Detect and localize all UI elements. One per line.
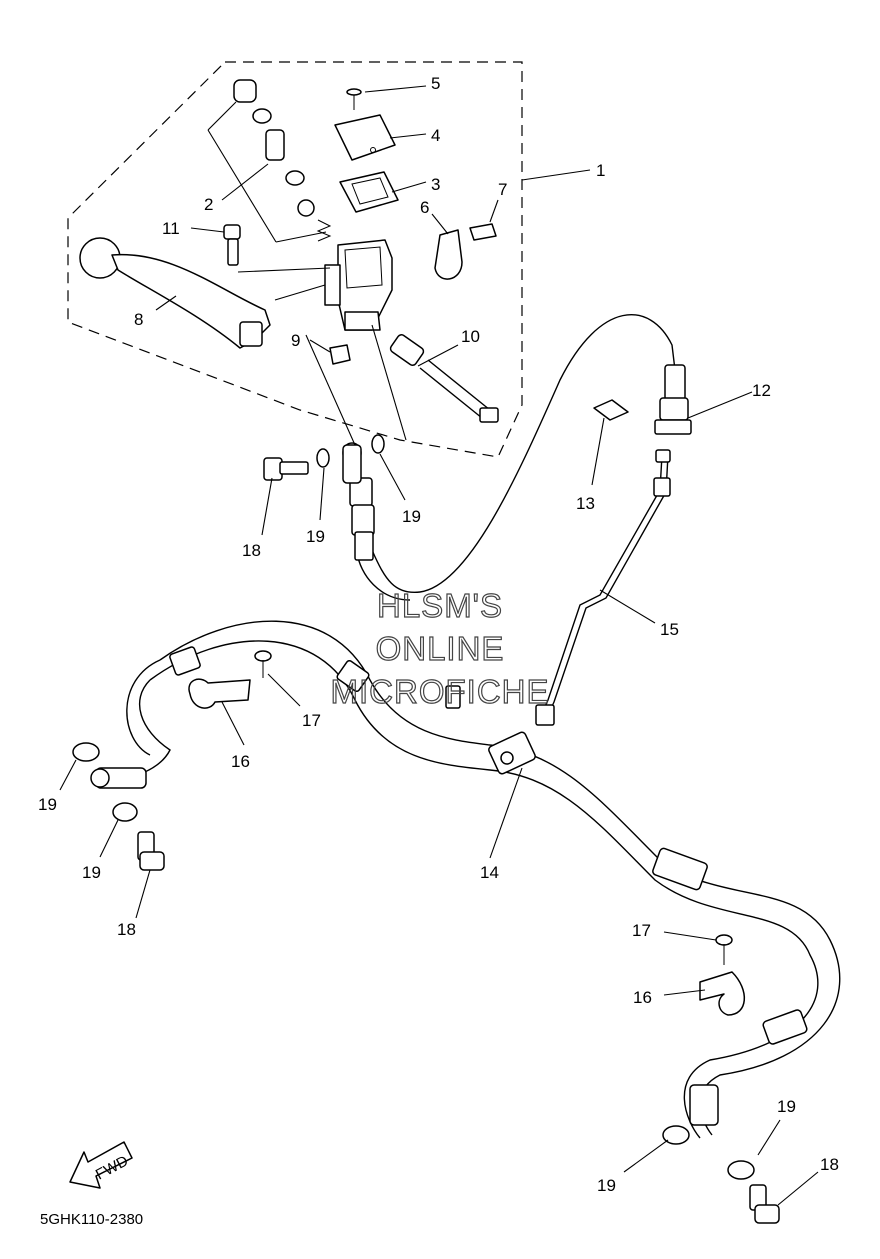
callout-14: 14 bbox=[480, 863, 499, 882]
callout-18b: 18 bbox=[117, 920, 136, 939]
washer-1 bbox=[316, 448, 330, 468]
cap-screw bbox=[346, 88, 362, 110]
washer-4 bbox=[112, 802, 138, 822]
watermark: HLSM'S ONLINE MICROFICHE bbox=[330, 586, 550, 710]
watermark-line2: ONLINE bbox=[376, 630, 505, 667]
leader-lines bbox=[59, 85, 819, 1206]
callouts: 1 2 3 4 5 6 7 8 9 10 11 12 13 14 15 16 1… bbox=[38, 74, 839, 1195]
lever-nut bbox=[329, 344, 351, 365]
master-cylinder bbox=[324, 239, 393, 331]
hose-clamp-upper bbox=[593, 399, 629, 421]
drawing-code: 5GHK110-2380 bbox=[40, 1211, 143, 1228]
callout-9: 9 bbox=[291, 331, 300, 350]
reservoir-cap bbox=[334, 114, 396, 161]
callout-17a: 17 bbox=[302, 711, 321, 730]
callout-16b: 16 bbox=[633, 988, 652, 1007]
callout-3: 3 bbox=[431, 175, 440, 194]
union-bolt-upper bbox=[263, 457, 309, 481]
hose-joint bbox=[445, 685, 536, 775]
clamp-bolt-right bbox=[715, 934, 733, 965]
callout-5: 5 bbox=[431, 74, 440, 93]
hose-clamp-left bbox=[188, 678, 251, 709]
washer-5 bbox=[662, 1125, 690, 1145]
callout-7: 7 bbox=[498, 180, 507, 199]
callout-19f: 19 bbox=[597, 1176, 616, 1195]
callout-8: 8 bbox=[134, 310, 143, 329]
callout-19a: 19 bbox=[306, 527, 325, 546]
union-bolt-left bbox=[137, 831, 165, 871]
callout-19e: 19 bbox=[777, 1097, 796, 1116]
assembly-boundary bbox=[67, 61, 523, 458]
washer-6 bbox=[727, 1160, 755, 1180]
watermark-line1: HLSM'S bbox=[377, 587, 503, 624]
washer-3 bbox=[72, 742, 100, 762]
handlebar-holder bbox=[434, 223, 497, 280]
callout-18a: 18 bbox=[242, 541, 261, 560]
callout-16a: 16 bbox=[231, 752, 250, 771]
brake-lever bbox=[79, 237, 271, 349]
watermark-line3: MICROFICHE bbox=[331, 673, 550, 710]
callout-19c: 19 bbox=[38, 795, 57, 814]
callout-19d: 19 bbox=[82, 863, 101, 882]
callout-12: 12 bbox=[752, 381, 771, 400]
union-bolt-right bbox=[749, 1184, 780, 1224]
piston-kit bbox=[207, 79, 332, 243]
fwd-arrow-icon: FWD bbox=[69, 1141, 133, 1189]
callout-19b: 19 bbox=[402, 507, 421, 526]
clamp-bolt-left bbox=[254, 650, 272, 678]
callout-11: 11 bbox=[162, 219, 180, 238]
callout-17b: 17 bbox=[632, 921, 651, 940]
hose-clamp-right bbox=[699, 971, 746, 1016]
callout-2: 2 bbox=[204, 195, 213, 214]
lower-brake-hose bbox=[90, 620, 841, 1139]
callout-13: 13 bbox=[576, 494, 595, 513]
diaphragm bbox=[339, 171, 399, 213]
washer-2 bbox=[371, 434, 385, 454]
assembly-bracket bbox=[521, 169, 591, 181]
brake-pipe bbox=[535, 449, 671, 726]
callout-10: 10 bbox=[461, 327, 480, 346]
callout-18c: 18 bbox=[820, 1155, 839, 1174]
callout-6: 6 bbox=[420, 198, 429, 217]
lever-bolt bbox=[223, 224, 241, 266]
upper-brake-hose bbox=[342, 313, 692, 601]
callout-1: 1 bbox=[596, 161, 605, 180]
callout-4: 4 bbox=[431, 126, 440, 145]
callout-15: 15 bbox=[660, 620, 679, 639]
brake-switch bbox=[389, 334, 499, 423]
